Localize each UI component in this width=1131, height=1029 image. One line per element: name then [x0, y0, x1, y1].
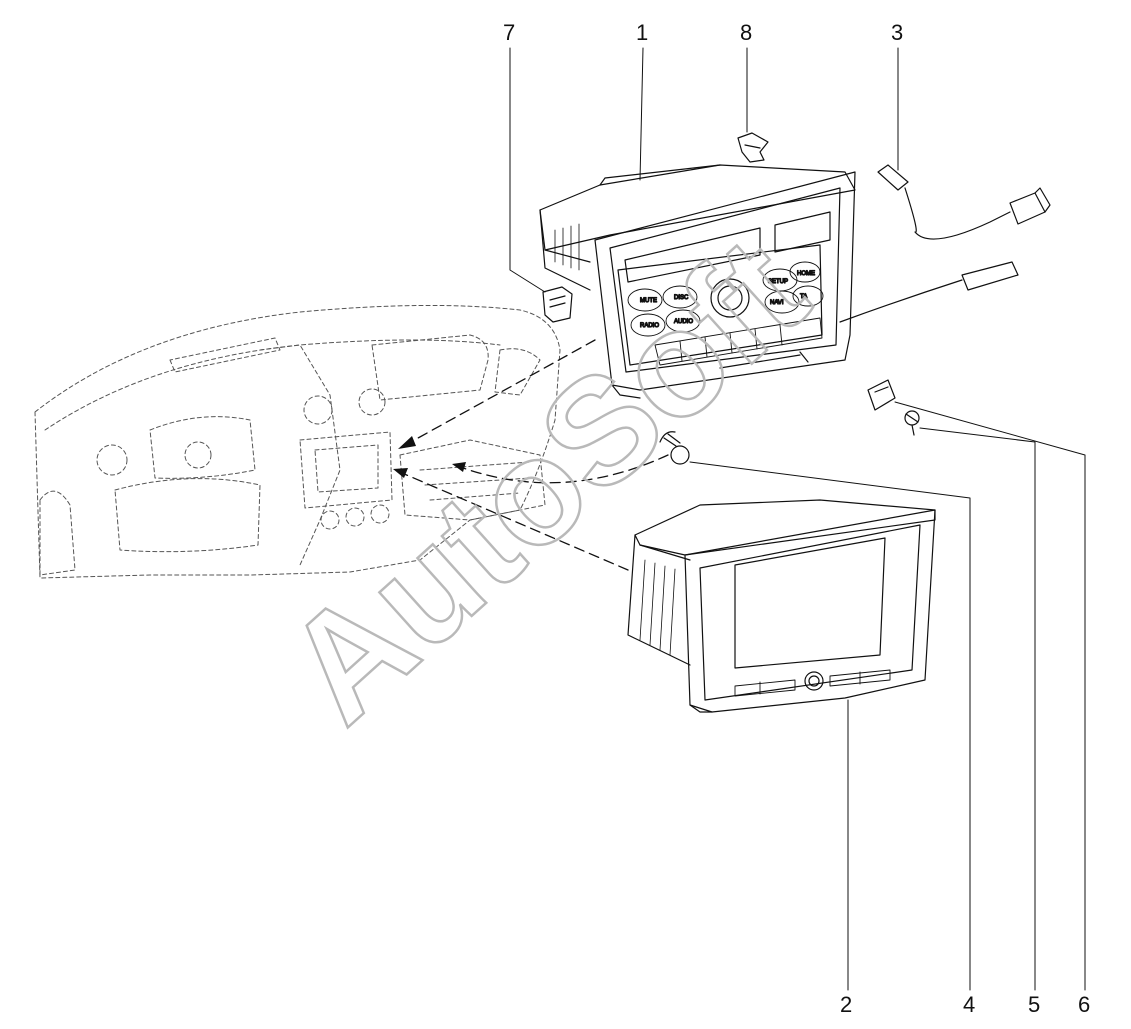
svg-text:AUDIO: AUDIO — [674, 319, 693, 325]
screen-unit-2 — [627, 499, 936, 713]
svg-text:MUTE: MUTE — [640, 298, 657, 304]
screw-part-5 — [904, 410, 920, 436]
svg-text:SETUP: SETUP — [768, 279, 788, 285]
svg-text:DISC: DISC — [674, 295, 689, 301]
callout-4: 4 — [963, 992, 975, 1017]
callout-6: 6 — [1078, 992, 1090, 1017]
callout-1: 1 — [636, 20, 648, 45]
assembly-arrows — [394, 339, 669, 571]
callout-8: 8 — [740, 20, 752, 45]
bracket-part-7 — [542, 286, 573, 323]
watermark-text: AutoSoft — [254, 205, 837, 753]
svg-text:HOME: HOME — [797, 271, 815, 277]
clip-part-8 — [737, 132, 769, 163]
antenna-lead — [839, 261, 1019, 323]
callout-2: 2 — [840, 992, 852, 1017]
rivet-part-4 — [659, 431, 690, 465]
svg-text:TA: TA — [800, 294, 807, 300]
clip-part-6 — [867, 379, 896, 411]
dashboard-outline — [34, 304, 561, 579]
callout-3: 3 — [891, 20, 903, 45]
radio-unit-1: MUTE DISC RADIO AUDIO SETUP HOME NAVI TA — [539, 164, 856, 399]
svg-text:RADIO: RADIO — [640, 323, 659, 329]
callout-5: 5 — [1028, 992, 1040, 1017]
arrow-heads — [393, 436, 466, 478]
svg-text:NAVI: NAVI — [770, 300, 784, 306]
antenna-cable-3 — [877, 164, 1051, 240]
leader-lines — [509, 47, 1086, 991]
callout-7: 7 — [503, 20, 515, 45]
